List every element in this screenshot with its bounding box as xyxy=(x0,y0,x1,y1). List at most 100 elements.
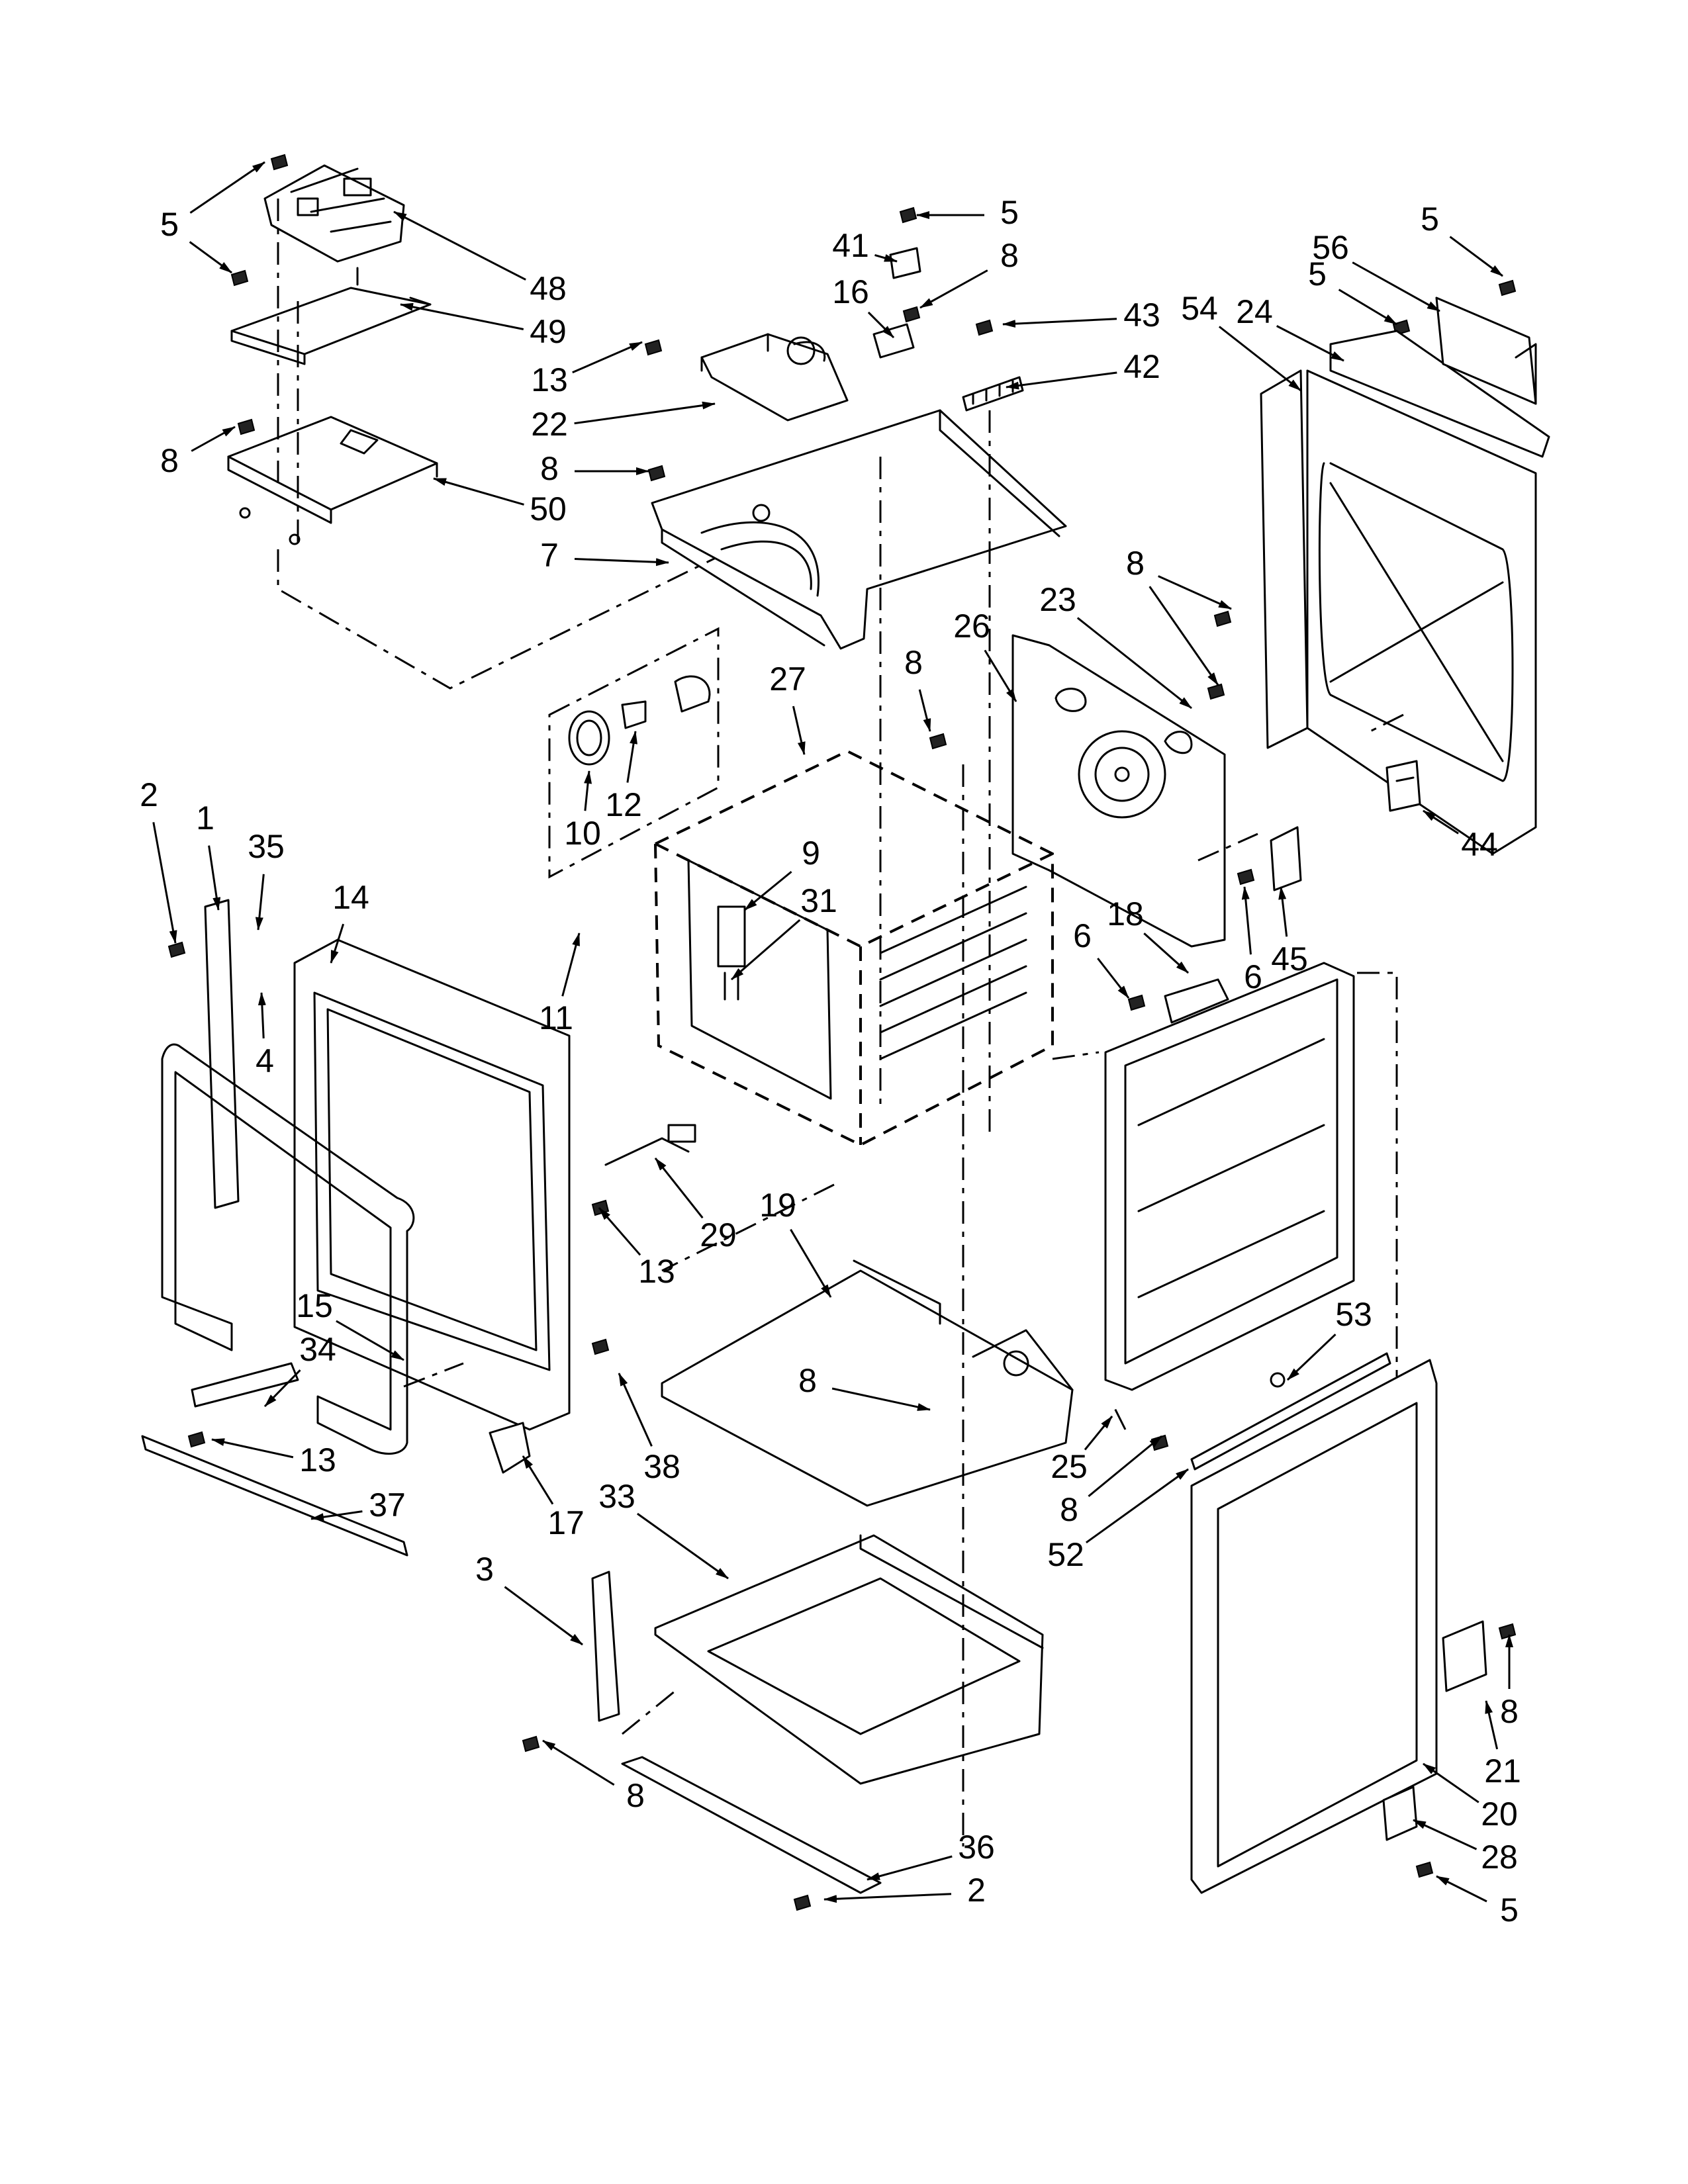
callout-number: 8 xyxy=(1000,237,1019,274)
callout-c-45: 45 xyxy=(1271,886,1308,978)
callout-number: 13 xyxy=(638,1253,675,1290)
callout-number: 28 xyxy=(1481,1839,1518,1876)
callout-number: 5 xyxy=(1000,194,1019,231)
callout-c-34: 34 xyxy=(263,1331,336,1408)
leader-arrow xyxy=(867,311,895,339)
callout-c-42: 42 xyxy=(1006,348,1160,390)
leader-arrow xyxy=(561,933,581,997)
callout-number: 45 xyxy=(1271,940,1308,978)
oven-bottom-panel xyxy=(661,1259,1074,1507)
callout-c-6-b: 6 xyxy=(1241,886,1262,995)
callout-number: 27 xyxy=(769,660,806,698)
leader-arrow xyxy=(637,1512,729,1580)
leader-arrow xyxy=(191,426,236,452)
callout-c-10: 10 xyxy=(564,770,601,852)
callout-c-14: 14 xyxy=(330,879,369,964)
leader-arrow xyxy=(823,1893,952,1903)
callout-number: 56 xyxy=(1312,229,1349,266)
callout-number: 48 xyxy=(530,270,567,307)
leader-arrow xyxy=(790,1228,832,1298)
leader-arrow xyxy=(574,558,669,567)
callout-c-28: 28 xyxy=(1413,1819,1518,1876)
callout-c-26: 26 xyxy=(953,608,1017,702)
leader-arrow xyxy=(152,822,177,944)
leader-arrow xyxy=(584,770,592,811)
callout-number: 8 xyxy=(1126,545,1145,582)
callout-c-23: 23 xyxy=(1039,581,1192,709)
callout-c-48: 48 xyxy=(393,210,567,307)
callout-c-52: 52 xyxy=(1047,1468,1189,1573)
leader-arrow xyxy=(504,1586,583,1646)
small-bracket xyxy=(1385,760,1421,812)
callout-c-18: 18 xyxy=(1107,895,1190,974)
callout-c-15: 15 xyxy=(296,1287,404,1361)
callout-number: 22 xyxy=(531,406,568,443)
callout-c-2-a: 2 xyxy=(140,776,177,944)
bottom-trim xyxy=(141,1362,408,1557)
leader-arrow xyxy=(1006,371,1117,390)
callout-c-8-f: 8 xyxy=(904,644,931,732)
hinge-plate xyxy=(1442,1620,1487,1692)
leader-arrow xyxy=(572,341,643,374)
leader-arrow xyxy=(1485,1700,1499,1750)
leader-arrow xyxy=(984,649,1017,702)
callout-number: 23 xyxy=(1039,581,1076,618)
leader-arrow xyxy=(792,705,806,755)
leader-arrow xyxy=(1143,933,1190,974)
door-trim-strip xyxy=(1190,1352,1391,1471)
callout-number: 42 xyxy=(1123,348,1160,385)
callout-number: 5 xyxy=(1308,255,1327,293)
callout-c-5-d: 5 xyxy=(1421,201,1503,277)
leader-arrow xyxy=(918,689,931,732)
callout-number: 15 xyxy=(296,1287,333,1324)
callout-number: 4 xyxy=(256,1042,274,1079)
callout-c-17: 17 xyxy=(522,1455,585,1541)
callout-number: 13 xyxy=(531,361,568,398)
callout-number: 8 xyxy=(540,450,559,487)
leader-arrow xyxy=(598,1207,641,1256)
leader-arrow xyxy=(400,302,524,330)
rear-panel xyxy=(1260,296,1550,855)
callout-c-6-a: 6 xyxy=(1073,917,1130,999)
callout-c-1: 1 xyxy=(196,799,221,911)
leader-arrow xyxy=(263,1369,301,1408)
leader-arrow xyxy=(1076,617,1192,709)
leader-arrow xyxy=(626,731,637,783)
callout-number: 50 xyxy=(530,490,567,527)
callout-c-8-d: 8 xyxy=(1126,545,1232,610)
leader-arrow xyxy=(1149,586,1219,686)
callout-c-16: 16 xyxy=(832,273,895,339)
callout-c-3: 3 xyxy=(475,1551,583,1646)
assembly-path-left xyxy=(277,199,828,690)
callout-c-13-c: 13 xyxy=(211,1438,336,1479)
callout-number: 33 xyxy=(598,1478,635,1515)
leader-arrow xyxy=(1097,958,1130,999)
callout-number: 34 xyxy=(299,1331,336,1368)
callout-number: 52 xyxy=(1047,1536,1084,1573)
leader-arrow xyxy=(867,1855,953,1881)
callout-number: 41 xyxy=(832,227,869,264)
callout-c-8-a: 8 xyxy=(160,426,236,479)
top-cover xyxy=(651,409,1067,650)
leader-arrow xyxy=(731,919,801,981)
callout-c-8-c: 8 xyxy=(540,450,649,487)
leader-arrow xyxy=(654,1158,704,1219)
leader-arrow xyxy=(1241,886,1252,955)
small-switch xyxy=(872,247,921,359)
callout-c-43: 43 xyxy=(1002,296,1160,334)
door-gasket xyxy=(161,1043,415,1455)
leader-arrow xyxy=(542,1739,615,1786)
callout-c-33: 33 xyxy=(598,1478,729,1580)
callout-c-2-b: 2 xyxy=(823,1872,986,1909)
callout-c-25: 25 xyxy=(1051,1416,1113,1485)
leader-arrow xyxy=(208,845,221,911)
callout-number: 9 xyxy=(802,835,820,872)
leader-arrow xyxy=(1088,1435,1162,1498)
leader-arrow xyxy=(211,1438,294,1459)
callout-number: 7 xyxy=(540,537,559,574)
leader-arrow xyxy=(1436,1875,1487,1903)
callout-number: 12 xyxy=(605,786,642,823)
callout-number: 8 xyxy=(626,1777,645,1814)
vertical-bracket xyxy=(204,899,240,1209)
callout-c-5-b: 5 xyxy=(160,206,232,274)
